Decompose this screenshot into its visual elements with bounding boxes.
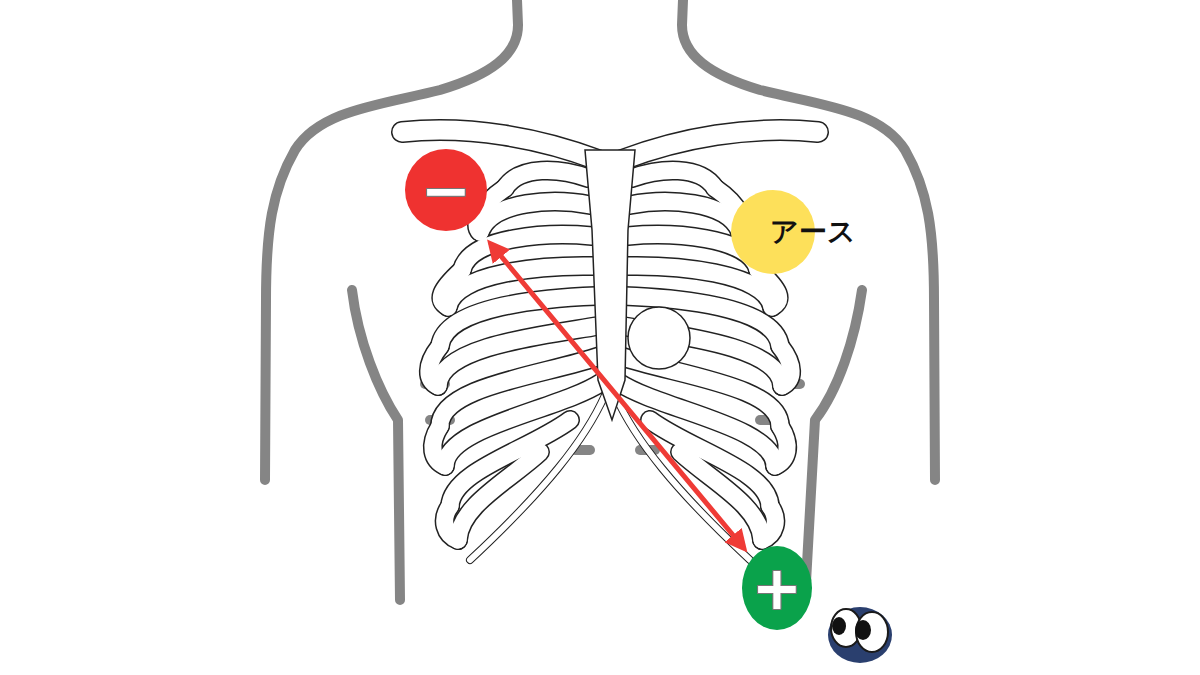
eyes-icon	[828, 607, 892, 663]
electrode-label: アース	[770, 218, 856, 246]
ground-electrode: アース	[731, 190, 881, 274]
electrode-label: +	[752, 558, 802, 618]
negative-electrode: −	[405, 149, 487, 231]
positive-electrode: +	[742, 546, 812, 630]
electrode-label: −	[421, 160, 471, 220]
lead-direction-arrow	[491, 245, 743, 548]
heart-marker	[628, 307, 690, 369]
